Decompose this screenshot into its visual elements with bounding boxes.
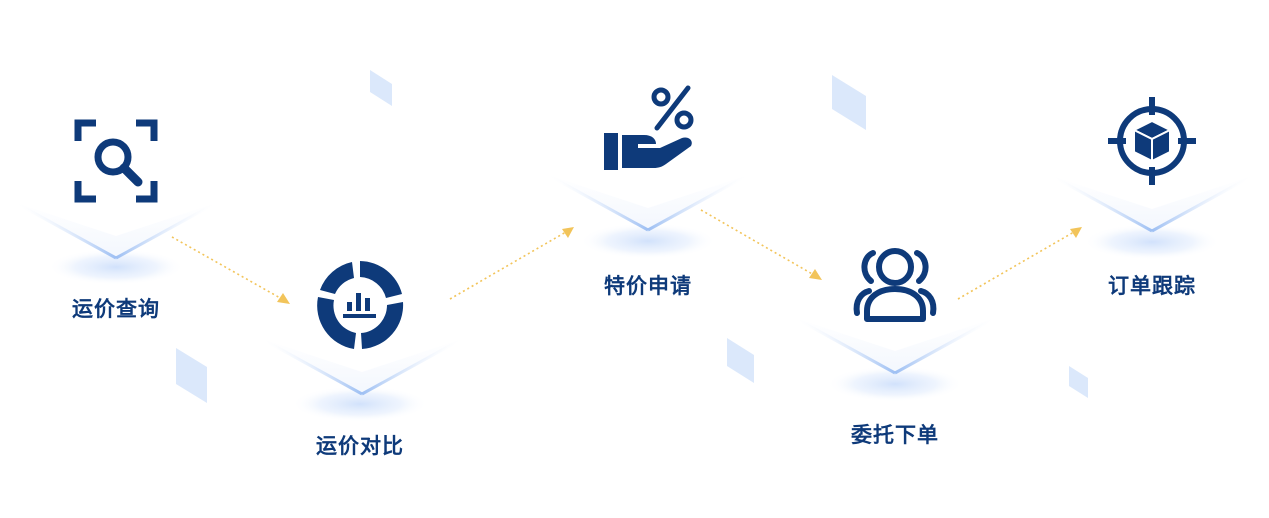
platform-step-2 — [261, 337, 463, 422]
step-label-2: 运价对比 — [316, 434, 404, 458]
target-box-icon — [1104, 93, 1200, 189]
hand-percent-icon — [600, 80, 696, 176]
users-icon — [847, 237, 943, 333]
decor-flake — [727, 338, 754, 383]
decor-flake — [1069, 366, 1088, 398]
platform-step-4 — [794, 316, 996, 402]
decor-flake — [370, 70, 392, 106]
donut-chart-icon — [312, 257, 408, 353]
connector-arrow-1-2 — [171, 236, 290, 304]
step-label-3: 特价申请 — [604, 274, 692, 298]
platform-step-5 — [1051, 174, 1253, 260]
connector-arrow-2-3 — [449, 227, 574, 300]
decor-flake — [176, 348, 207, 403]
scan-search-icon — [68, 113, 164, 209]
connector-arrow-4-5 — [957, 227, 1082, 300]
step-label-4: 委托下单 — [851, 423, 939, 447]
connector-arrow-3-4 — [700, 209, 822, 280]
decor-flake — [832, 75, 866, 130]
platform-step-3 — [547, 173, 749, 259]
step-label-5: 订单跟踪 — [1108, 274, 1196, 298]
platform-step-1 — [15, 201, 217, 285]
step-label-1: 运价查询 — [72, 297, 160, 321]
